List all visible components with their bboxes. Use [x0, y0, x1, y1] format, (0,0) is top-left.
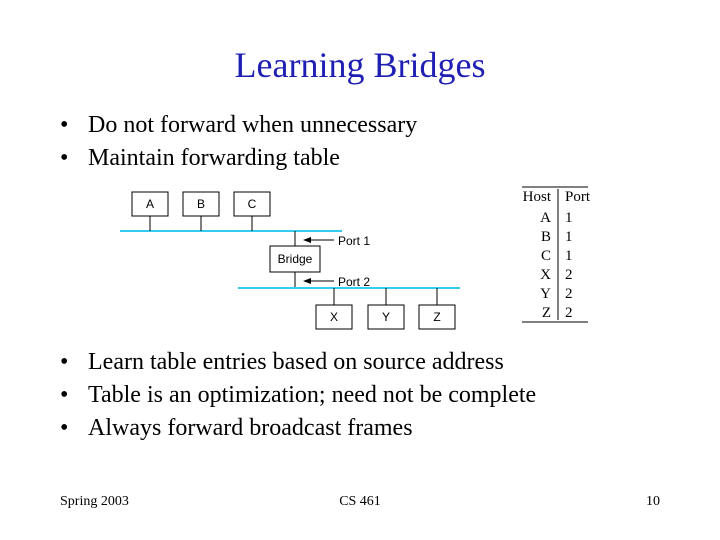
- bullet-item: • Always forward broadcast frames: [60, 412, 536, 445]
- table-cell-host: C: [541, 248, 551, 264]
- bridge-label: Bridge: [278, 252, 313, 266]
- bullet-text: Learn table entries based on source addr…: [88, 349, 504, 375]
- port2-label: Port 2: [338, 275, 370, 289]
- bullet-text: Maintain forwarding table: [88, 145, 340, 171]
- host-label-z: Z: [433, 310, 440, 324]
- host-box-a: [131, 191, 169, 217]
- host-label-b: B: [197, 197, 205, 211]
- bullet-item: • Table is an optimization; need not be c…: [60, 379, 536, 412]
- table-cell-host: X: [540, 267, 551, 283]
- table-header-port: Port: [565, 189, 591, 205]
- bullet-list-top: • Do not forward when unnecessary • Mainta…: [60, 109, 417, 175]
- host-box-y: [367, 304, 405, 330]
- bullet-text: Always forward broadcast frames: [88, 415, 413, 441]
- port1-label: Port 1: [338, 234, 370, 248]
- table-cell-port: 2: [565, 305, 573, 321]
- host-box-c: [233, 191, 271, 217]
- bullet-dot: •: [60, 415, 69, 441]
- host-box-z: [418, 304, 456, 330]
- bullet-dot: •: [60, 145, 69, 171]
- bullet-text: Table is an optimization; need not be co…: [88, 382, 537, 408]
- table-cell-port: 1: [565, 210, 573, 226]
- table-header-host: Host: [523, 189, 552, 205]
- bridge-box: [269, 245, 321, 273]
- table-cell-port: 1: [565, 248, 573, 264]
- footer-page-number: 10: [646, 494, 660, 509]
- host-box-x: [315, 304, 353, 330]
- bullet-dot: •: [60, 382, 69, 408]
- forwarding-table: Host Port A 1 B 1 C 1 X 2 Y 2 Z 2: [522, 186, 591, 323]
- footer-date: Spring 2003: [60, 494, 129, 509]
- bullet-item: • Learn table entries based on source add…: [60, 346, 536, 379]
- table-cell-port: 2: [565, 286, 573, 302]
- host-label-y: Y: [382, 310, 390, 324]
- table-cell-port: 2: [565, 267, 573, 283]
- bullet-dot: •: [60, 112, 69, 138]
- footer-course: CS 461: [339, 494, 381, 509]
- bullet-item: • Maintain forwarding table: [60, 142, 417, 175]
- host-label-x: X: [330, 310, 338, 324]
- port2-arrow-head: [303, 278, 311, 284]
- bullet-dot: •: [60, 349, 69, 375]
- bullet-text: Do not forward when unnecessary: [88, 112, 418, 138]
- table-cell-host: B: [541, 229, 551, 245]
- table-cell-host: Z: [542, 305, 551, 321]
- port1-arrow-head: [303, 237, 311, 243]
- table-cell-port: 1: [565, 229, 573, 245]
- host-label-c: C: [248, 197, 257, 211]
- slide-title: Learning Bridges: [234, 45, 486, 85]
- bullet-item: • Do not forward when unnecessary: [60, 109, 417, 142]
- bullet-list-bottom: • Learn table entries based on source add…: [60, 346, 536, 445]
- table-cell-host: Y: [540, 286, 551, 302]
- host-label-a: A: [146, 197, 154, 211]
- table-cell-host: A: [540, 210, 551, 226]
